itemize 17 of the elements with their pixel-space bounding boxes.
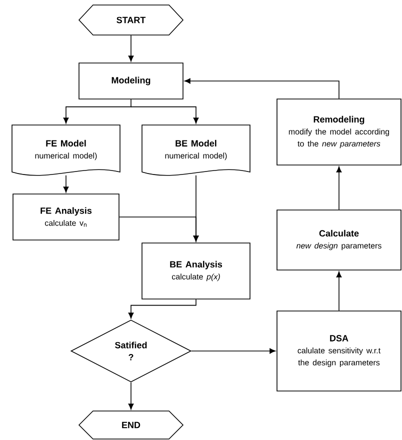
process-box: Remodeling modify the model according to the new parameters	[276, 98, 402, 166]
process-box: Modeling	[78, 62, 184, 100]
flow-arrow	[119, 216, 199, 242]
process-box: DSA calulate sensitivity w.r.t the design parameters	[276, 310, 402, 392]
flow-arrow	[63, 175, 69, 193]
flow-arrow	[63, 99, 132, 124]
process-box: FE Analysis calculate v$_{n}$	[12, 194, 120, 240]
flow-arrow	[191, 348, 276, 354]
flow-arrow	[130, 106, 199, 124]
flow-arrow	[336, 271, 342, 311]
flow-arrow	[128, 35, 134, 62]
process-box: BE Analysis calculate p(x)	[142, 242, 250, 300]
process-box: Calculate new design parameters	[276, 210, 402, 270]
flow-arrow	[184, 78, 340, 99]
flow-arrow	[336, 166, 342, 210]
flow-arrow	[128, 382, 134, 410]
flow-arrow	[128, 299, 196, 319]
